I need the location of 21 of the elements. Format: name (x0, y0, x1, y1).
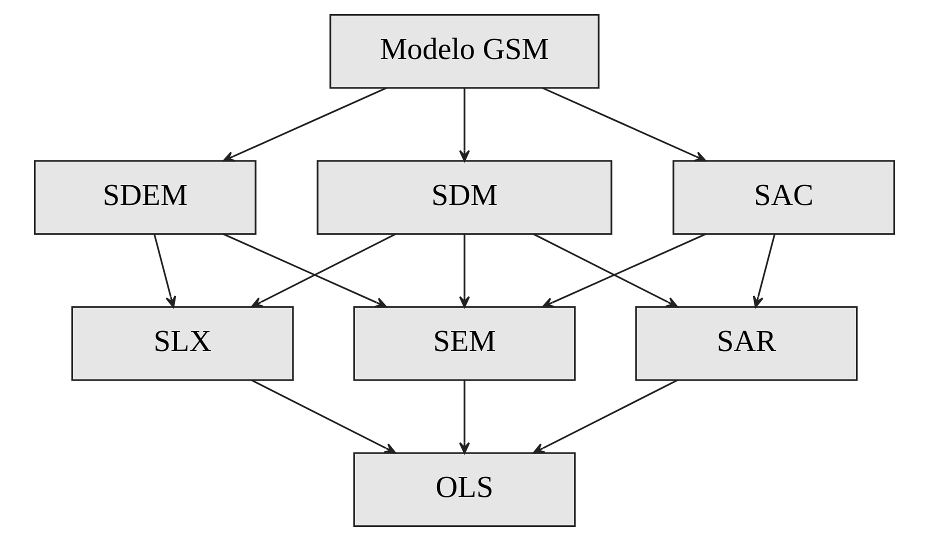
node-box: Modelo GSM (328, 14, 600, 89)
arrow (222, 233, 386, 308)
arrow (532, 379, 678, 454)
node-box: SDEM (33, 160, 256, 235)
arrow (222, 87, 386, 162)
arrow (458, 380, 470, 454)
node-box: OLS (352, 452, 576, 527)
node-box: SDM (316, 160, 612, 235)
arrow (250, 233, 396, 308)
node-box: SAC (672, 160, 895, 235)
node-box: SLX (70, 306, 294, 381)
node-box: SAR (634, 306, 858, 381)
node-box: SEM (352, 306, 576, 381)
arrow (532, 233, 678, 308)
arrow (752, 234, 775, 308)
arrow (250, 379, 396, 454)
arrow (542, 87, 706, 162)
arrow (458, 88, 470, 162)
arrow (458, 234, 470, 308)
arrow (153, 234, 176, 308)
arrow (542, 233, 706, 308)
